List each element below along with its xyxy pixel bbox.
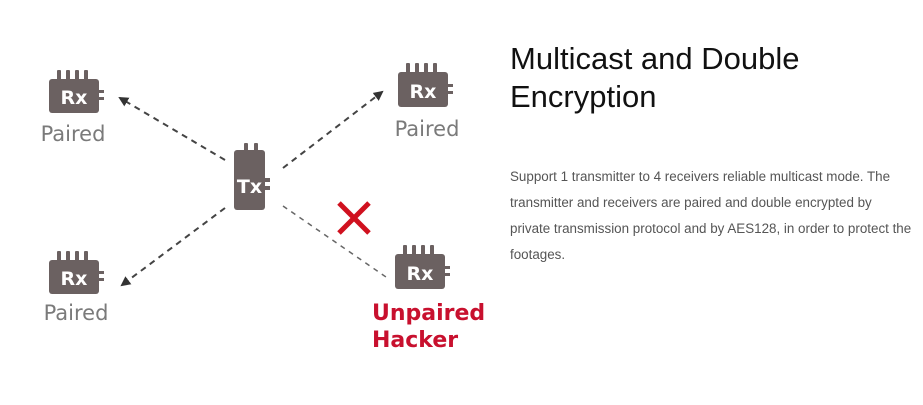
receiver-top-right-status: Paired	[395, 117, 460, 141]
arrow-to-rx-top-left	[118, 96, 226, 161]
x-mark-icon	[337, 201, 371, 235]
transmitter-device: Tx	[234, 143, 270, 210]
description-paragraph: Support 1 transmitter to 4 receivers rel…	[510, 169, 912, 262]
title-line-2: Encryption	[510, 79, 657, 114]
receiver-top-right: Rx	[398, 63, 453, 107]
receiver-top-left: Rx	[49, 70, 104, 113]
hacker-receiver-label: Rx	[407, 263, 434, 285]
multicast-diagram: Tx Rx Paired Rx Paired Rx Paired	[41, 63, 485, 353]
receiver-bottom-left-label: Rx	[61, 268, 88, 290]
blocked-link-to-hacker	[282, 205, 387, 278]
title-line-1: Multicast and Double	[510, 41, 800, 76]
arrow-to-rx-top-right	[282, 90, 384, 169]
receiver-top-right-label: Rx	[410, 81, 437, 103]
receiver-bottom-left-status: Paired	[44, 301, 109, 325]
hacker-status-line2: Hacker	[372, 328, 458, 353]
arrow-to-rx-bottom-left	[120, 207, 226, 287]
transmitter-label: Tx	[237, 176, 262, 198]
receiver-bottom-left: Rx	[49, 251, 104, 294]
receiver-top-left-status: Paired	[41, 122, 106, 146]
receiver-top-left-label: Rx	[61, 87, 88, 109]
hacker-receiver: Rx	[395, 245, 450, 289]
page-title: Multicast and Double Encryption	[510, 40, 910, 116]
hacker-status-line1: Unpaired	[372, 301, 485, 326]
